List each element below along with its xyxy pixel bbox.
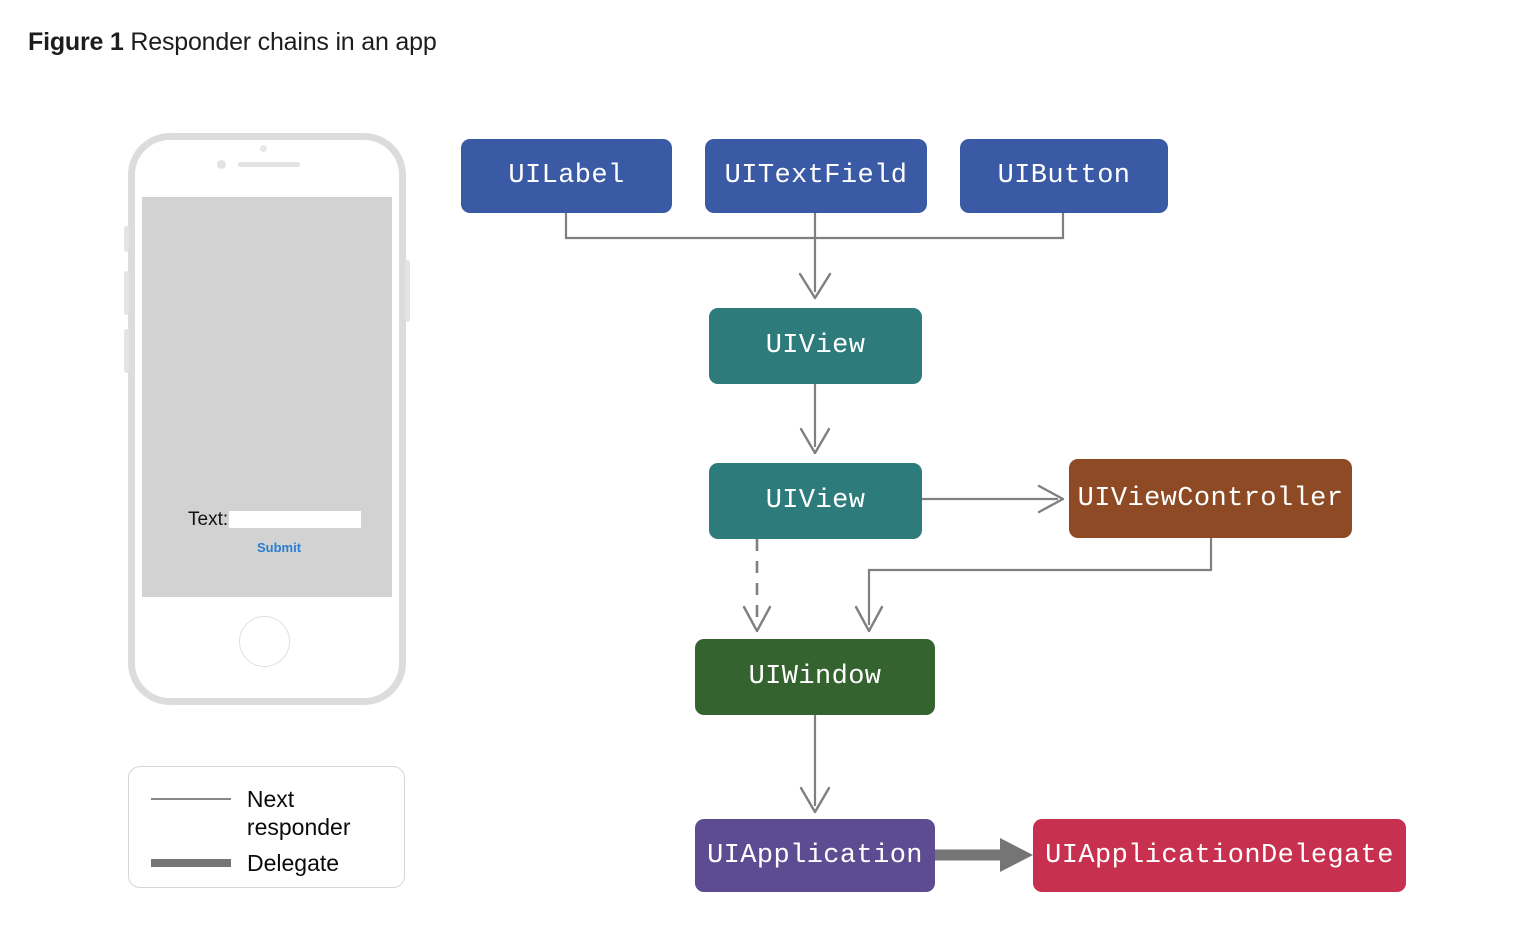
arrowhead-icon: [799, 427, 831, 455]
legend-item-next-responder: Next responder: [151, 785, 404, 841]
phone-home-button[interactable]: [239, 616, 290, 667]
edge-uiview1-to-uiview2: [799, 384, 831, 455]
legend-label-delegate: Delegate: [247, 850, 340, 876]
node-uiapplicationdelegate[interactable]: UIApplicationDelegate: [1033, 819, 1406, 892]
legend-label-next-responder: Next responder: [246, 786, 351, 840]
node-uitextfield[interactable]: UITextField: [705, 139, 927, 213]
phone-sensor-icon: [260, 145, 267, 152]
arrowhead-icon: [1000, 838, 1033, 872]
node-uiapplicationdelegate-label: UIApplicationDelegate: [1045, 840, 1394, 871]
node-uiwindow[interactable]: UIWindow: [695, 639, 935, 715]
edge-uiapplication-to-delegate: [935, 838, 1033, 872]
figure-title-text: Responder chains in an app: [130, 28, 437, 56]
node-uiviewcontroller-label: UIViewController: [1077, 483, 1344, 514]
text-field-row: Text:: [188, 509, 362, 530]
arrowhead-icon: [854, 605, 884, 633]
phone-power-button[interactable]: [405, 260, 410, 322]
node-uilabel[interactable]: UILabel: [461, 139, 672, 213]
edge-controls-to-uiview: [564, 213, 1065, 300]
node-uiviewcontroller[interactable]: UIViewController: [1069, 459, 1352, 538]
edge-uiview2-to-uiviewcontroller: [922, 484, 1065, 514]
phone-mockup: Text: Submit: [124, 133, 410, 705]
node-uilabel-label: UILabel: [508, 161, 625, 191]
figure-label: Figure 1: [28, 28, 131, 56]
node-uibutton[interactable]: UIButton: [960, 139, 1168, 213]
phone-speaker-grille: [238, 162, 300, 167]
edge-uiview2-to-uiwindow-dashed: [742, 539, 772, 633]
text-field-label: Text:: [188, 509, 229, 530]
node-uitextfield-label: UITextField: [724, 161, 908, 191]
node-uiview-1-label: UIView: [765, 331, 866, 361]
node-uiview-2[interactable]: UIView: [709, 463, 922, 539]
arrowhead-icon: [1037, 484, 1065, 514]
node-uiapplication-label: UIApplication: [707, 840, 923, 871]
phone-screen: Text: Submit: [142, 197, 392, 597]
phone-camera-icon: [217, 160, 226, 169]
phone-silent-switch[interactable]: [124, 226, 129, 252]
legend-item-delegate: Delegate: [151, 849, 339, 877]
page-title: Figure 1 Responder chains in an app: [28, 26, 437, 58]
edge-uiwindow-to-uiapplication: [799, 715, 831, 814]
edge-uiviewcontroller-to-uiwindow: [854, 538, 1213, 633]
thick-line-icon: [151, 859, 231, 867]
legend-swatch-next-responder: [151, 785, 247, 813]
node-uiview-2-label: UIView: [765, 486, 866, 516]
legend-swatch-delegate: [151, 849, 247, 877]
node-uibutton-label: UIButton: [997, 161, 1131, 191]
arrowhead-icon: [742, 605, 772, 633]
thin-line-icon: [151, 798, 231, 800]
text-input[interactable]: [229, 511, 362, 528]
node-uiwindow-label: UIWindow: [748, 662, 882, 692]
phone-volume-up-button[interactable]: [124, 271, 129, 315]
legend: Next responder Delegate: [128, 766, 405, 888]
phone-volume-down-button[interactable]: [124, 329, 129, 373]
node-uiapplication[interactable]: UIApplication: [695, 819, 935, 892]
node-uiview-1[interactable]: UIView: [709, 308, 922, 384]
arrowhead-icon: [799, 786, 831, 814]
submit-link[interactable]: Submit: [257, 540, 302, 555]
arrowhead-icon: [798, 272, 832, 300]
